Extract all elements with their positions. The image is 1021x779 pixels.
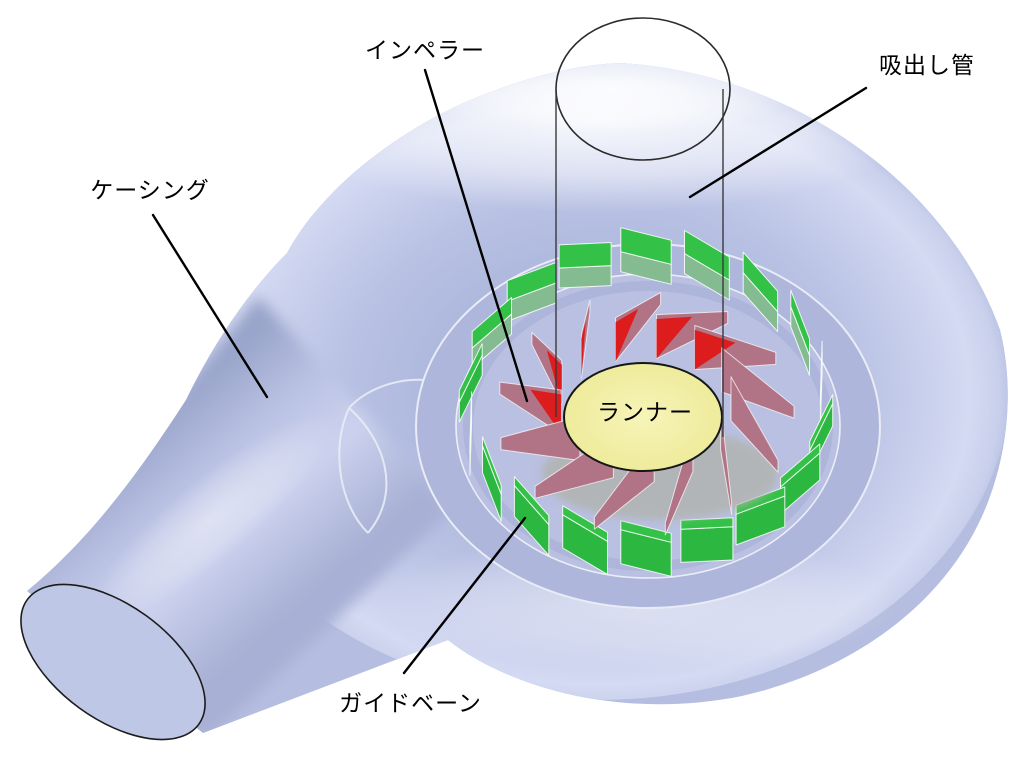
guide-vane [469,391,473,476]
guide-vane [620,227,672,285]
inlet-pipe-opening [20,583,206,741]
guide-vane [458,343,483,423]
impeller-blade [615,292,662,363]
guide-vane [819,340,823,426]
draft-tube-outline [555,17,731,437]
runner-ellipse [563,362,723,472]
guide-vane [684,230,730,301]
label-suction-pipe: 吸出し管 [879,53,975,79]
leader-line-guide-vane [402,516,527,675]
label-runner: ランナー [597,400,693,426]
guide-vane [558,242,612,289]
label-casing: ケーシング [90,178,210,204]
impeller-blade [580,299,591,379]
guide-vane [790,289,810,376]
junction-seam-lines [338,378,426,534]
guide-vane [620,520,672,577]
guide-vane-ring [458,227,834,577]
label-impeller: インペラー [365,38,485,64]
guide-vane [680,517,734,563]
leader-lines [151,68,868,675]
leader-line-casing [151,213,269,399]
guide-vane [562,505,608,575]
label-guide-vane: ガイドベーン [339,691,482,717]
impeller-blade [730,376,779,473]
guide-vane [742,251,779,333]
impeller-blade [721,347,795,419]
impeller-blade [531,332,563,405]
guide-vane [513,476,550,556]
impeller-blade [694,325,777,370]
guide-vane [482,436,502,522]
guide-vane [780,443,821,515]
impeller-blade [656,311,729,360]
leader-line-impeller [423,68,529,403]
leader-line-suction-pipe [688,86,868,199]
impeller-blade [499,381,562,435]
